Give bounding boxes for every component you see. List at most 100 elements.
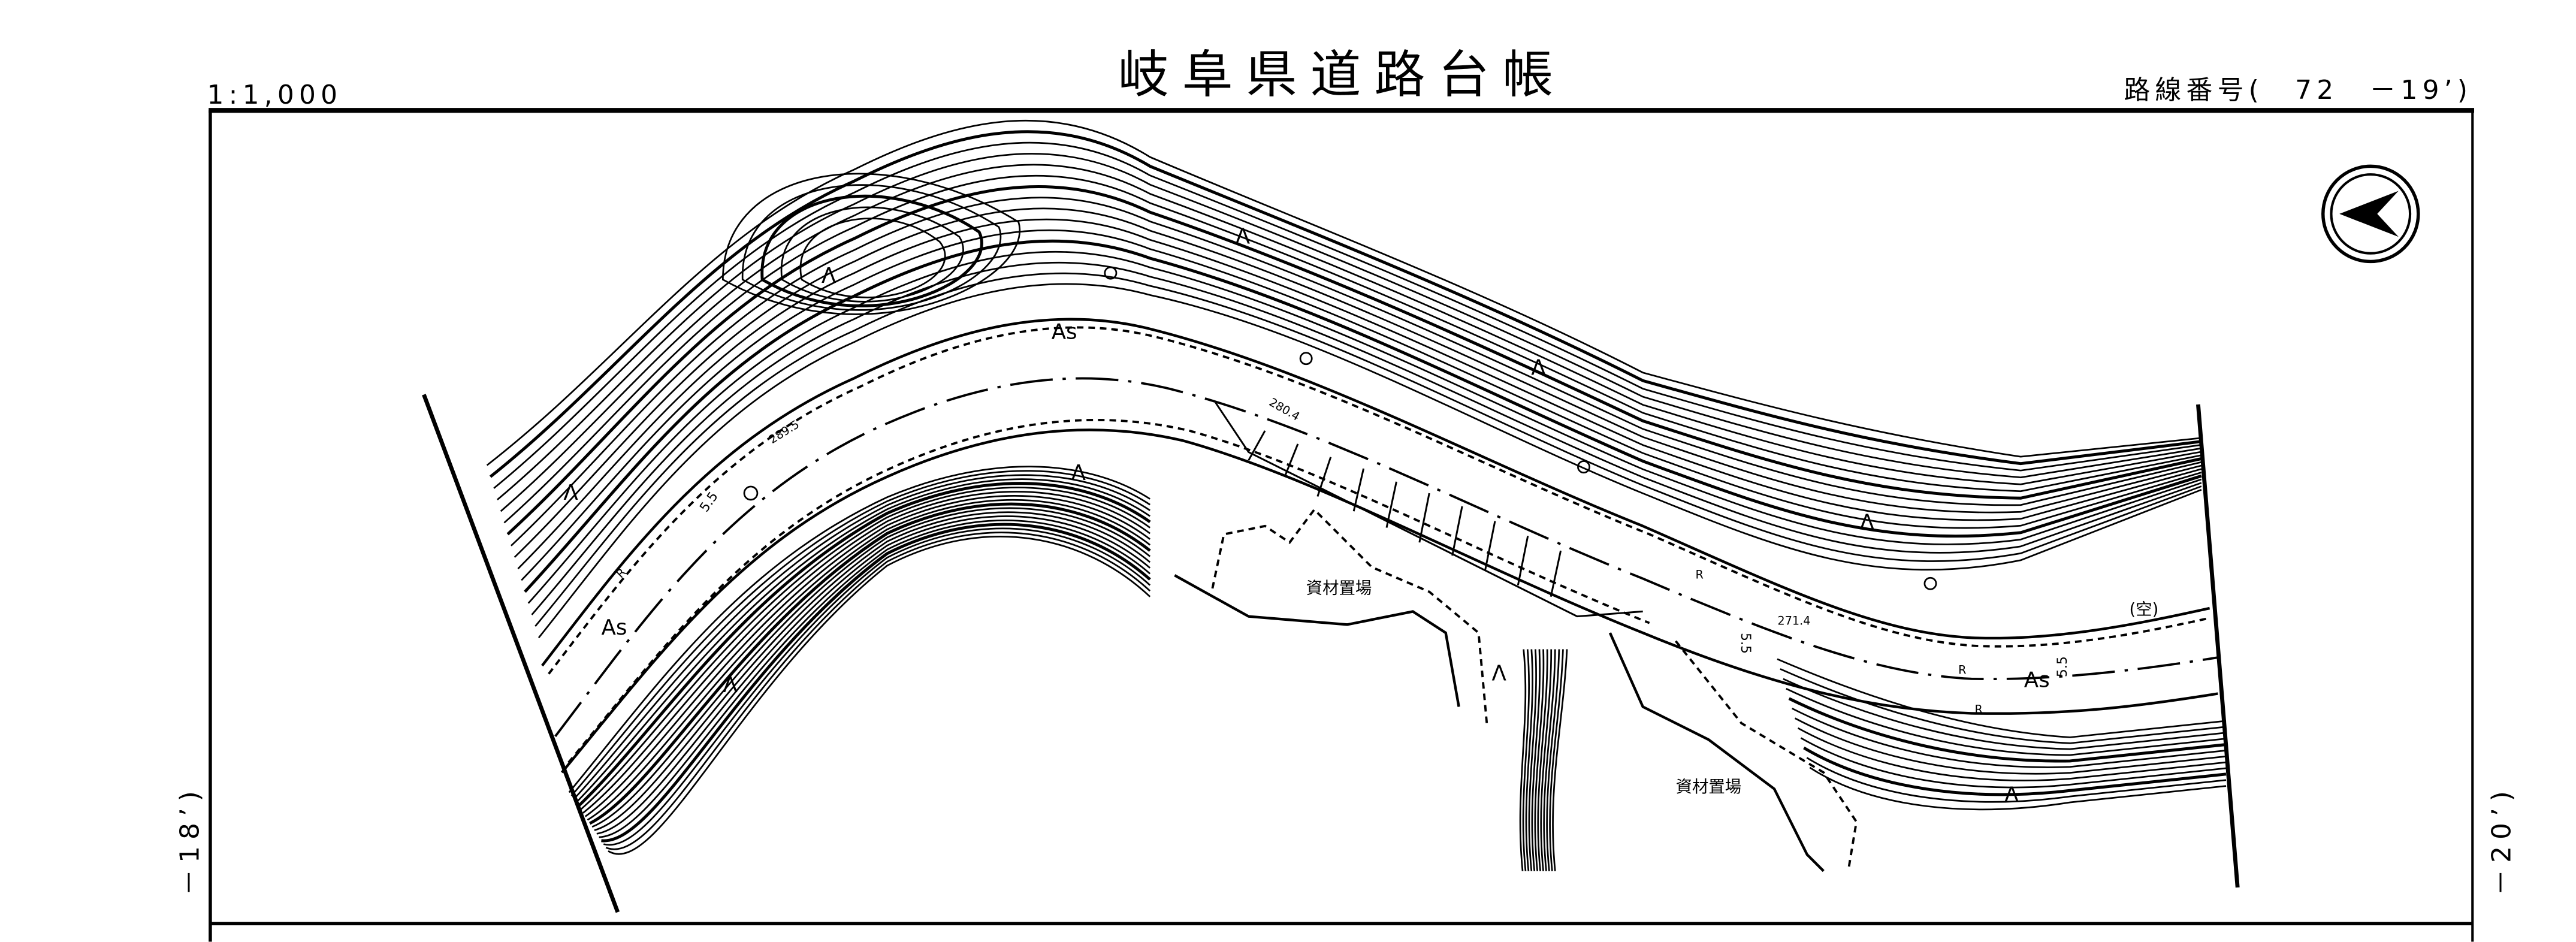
surface-label: As	[601, 615, 627, 640]
contour-line	[1519, 649, 1527, 871]
utility-pole-icon	[1577, 460, 1590, 474]
contour-line	[1537, 649, 1548, 871]
contour-line	[594, 511, 1151, 831]
storage-areas	[1174, 508, 1858, 872]
contour-line	[599, 520, 1151, 838]
contour-line	[1797, 727, 2227, 781]
contour-line	[780, 206, 964, 303]
contour-line	[489, 130, 2202, 478]
contour-line	[1525, 649, 1533, 871]
left-sheet-ref: －18’)	[175, 784, 206, 896]
contour-line	[534, 272, 2202, 627]
curb-label: R	[1958, 663, 1966, 677]
contour-line	[1543, 649, 1556, 871]
curb-label: R	[1695, 568, 1703, 582]
contour-line	[573, 474, 1150, 800]
area-label: 資材置場	[1306, 579, 1372, 597]
contour-line	[1549, 649, 1564, 871]
contour-line	[1792, 707, 2227, 768]
contour-line	[1777, 658, 2227, 738]
terrain-symbol: Λ	[1071, 461, 1086, 485]
contour-line	[568, 466, 1150, 793]
contour-line	[1783, 678, 2227, 750]
utility-pole-icon	[1923, 576, 1937, 590]
contour-line	[589, 502, 1151, 825]
contour-line	[511, 197, 2202, 547]
contour-line	[1522, 649, 1530, 871]
terrain-symbol: Λ	[2004, 783, 2019, 807]
elevation-label: 289.5	[766, 417, 802, 446]
contour-line	[497, 153, 2202, 501]
contour-line	[575, 478, 1150, 804]
contour-line	[1803, 746, 2227, 796]
contour-line	[1534, 649, 1545, 871]
terrain-symbol: Λ	[563, 481, 578, 505]
map-frame	[209, 108, 2475, 942]
contour-line	[1531, 649, 1541, 871]
terrain-symbol: Λ	[723, 673, 738, 698]
contour-line	[1794, 717, 2227, 775]
contour-line	[596, 515, 1151, 835]
contour-line	[503, 174, 2202, 524]
terrain-symbol: Λ	[822, 264, 836, 288]
contour-line	[721, 173, 1021, 315]
contour-lines	[486, 119, 2227, 871]
contour-line	[1540, 649, 1553, 871]
contour-line	[1806, 757, 2227, 803]
contour-line	[514, 207, 2202, 558]
contour-line	[493, 141, 2202, 489]
surface-label: As	[1052, 319, 1077, 344]
contour-line	[799, 218, 946, 298]
contour-line	[1786, 688, 2227, 756]
contour-line	[580, 487, 1151, 811]
area-label: 資材置場	[1676, 778, 1742, 796]
contour-line	[760, 194, 983, 307]
contour-line	[1788, 697, 2227, 763]
road	[541, 318, 2218, 774]
contour-line	[517, 218, 2202, 570]
terrain-symbol: Λ	[1860, 510, 1875, 535]
width-label: 5.5	[1738, 633, 1753, 654]
contour-line	[603, 527, 1151, 846]
contour-line	[577, 482, 1151, 808]
contour-line	[582, 491, 1151, 814]
elevation-label: 271.4	[1778, 614, 1811, 627]
width-label: 5.5	[2055, 656, 2070, 677]
sheet-cut-lines	[422, 394, 2240, 913]
terrain-symbol: Λ	[1491, 662, 1506, 686]
area-label: (空)	[2130, 600, 2159, 619]
curb-label: R	[614, 565, 629, 581]
contour-line	[601, 523, 1151, 843]
route-number: 路線番号( 72 －19’)	[2124, 75, 2472, 105]
surface-label: As	[2024, 668, 2050, 693]
north-arrow-icon	[2321, 164, 2420, 264]
contour-line	[486, 119, 2202, 466]
contour-line	[1809, 766, 2227, 811]
contour-line	[587, 499, 1151, 821]
contour-line	[531, 261, 2202, 615]
contour-line	[506, 185, 2202, 536]
contour-line	[1528, 649, 1537, 871]
contour-line	[500, 164, 2202, 512]
contour-line	[591, 507, 1151, 828]
contour-line	[605, 532, 1151, 850]
utility-pole-icon	[1299, 352, 1313, 366]
contour-line	[1780, 668, 2227, 744]
terrain-symbol: Λ	[1531, 356, 1546, 381]
contour-line	[741, 184, 1002, 311]
contour-line	[1800, 737, 2227, 789]
contour-line	[537, 283, 2202, 639]
marker-icon	[743, 485, 759, 501]
contour-line	[527, 250, 2202, 604]
utility-pole-icon	[1104, 266, 1118, 280]
right-sheet-ref: －20’)	[2486, 784, 2517, 896]
contour-line	[1552, 649, 1568, 871]
contour-line	[1546, 649, 1560, 871]
contour-line	[524, 239, 2202, 593]
curb-label: R	[1975, 702, 1983, 716]
contour-line	[521, 229, 2202, 581]
contour-line	[584, 495, 1151, 817]
elevation-label: 280.4	[1267, 395, 1302, 423]
scale-label: 1:1,000	[207, 80, 342, 110]
